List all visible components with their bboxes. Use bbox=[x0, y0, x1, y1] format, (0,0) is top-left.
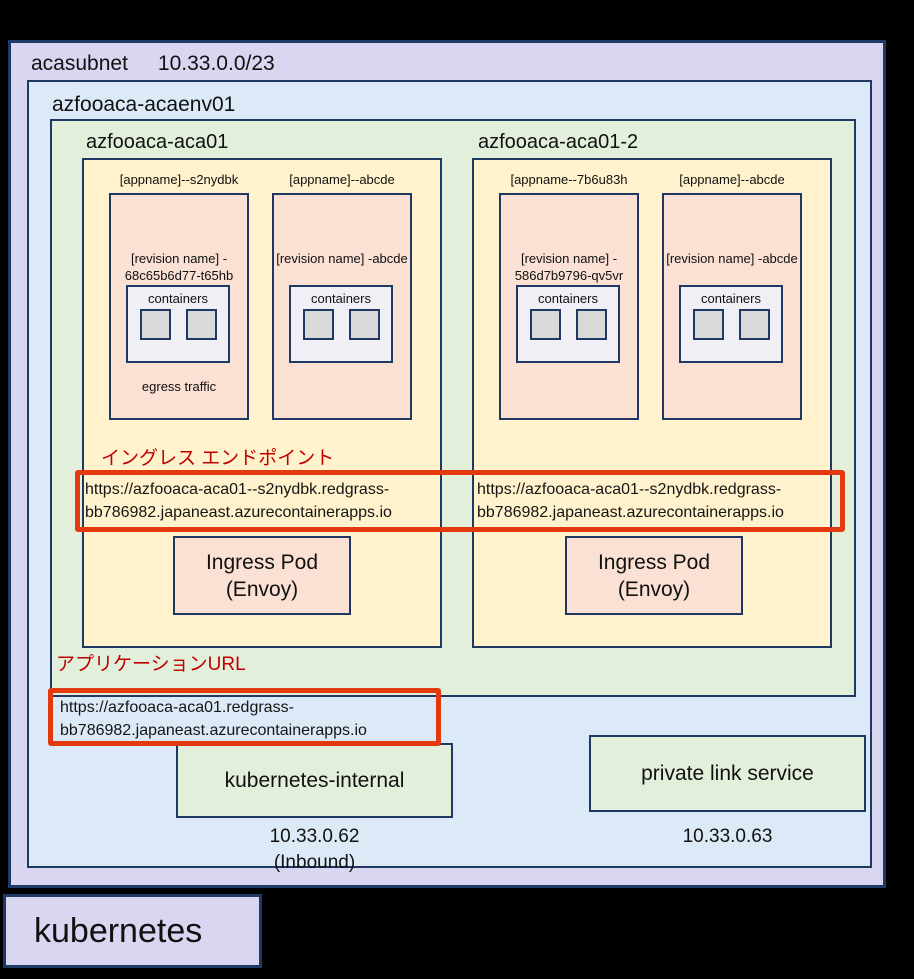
subnet-box: acasubnet 10.33.0.0/23 azfooaca-acaenv01… bbox=[8, 40, 886, 888]
revision-label-line1: [revision name] -abcde bbox=[276, 251, 408, 266]
ingress-endpoint-highlight-frame bbox=[75, 470, 845, 532]
application-url-line2: bb786982.japaneast.azurecontainerapps.io bbox=[60, 722, 367, 739]
ingress-pod-line2: (Envoy) bbox=[225, 577, 299, 601]
kubernetes-internal-ip-note: (Inbound) bbox=[273, 852, 356, 873]
revision-label: [revision name] -abcde bbox=[664, 250, 800, 267]
containers-box: containers bbox=[126, 285, 230, 363]
containers-label: containers bbox=[701, 291, 761, 306]
kubernetes-box: kubernetes bbox=[3, 894, 262, 968]
application-url-line1: https://azfooaca-aca01.redgrass- bbox=[60, 699, 294, 716]
revision-label-line2: 586d7b9796-qv5vr bbox=[514, 268, 624, 283]
subnet-cidr: 10.33.0.0/23 bbox=[157, 52, 275, 75]
containers-label: containers bbox=[538, 291, 598, 306]
container-apps-environment-box: azfooaca-acaenv01 azfooaca-aca01 azfooac… bbox=[27, 80, 872, 873]
revision-label: [revision name] -abcde bbox=[274, 250, 410, 267]
ingress-url-aca01: https://azfooaca-aca01--s2nydbk.redgrass… bbox=[85, 478, 392, 524]
container-square bbox=[140, 309, 171, 340]
containers-box: containers bbox=[516, 285, 620, 363]
replica-pod: [revision name] - 68c65b6d77-t65hb conta… bbox=[109, 193, 249, 420]
kubernetes-internal-ip: 10.33.0.62 bbox=[269, 826, 360, 847]
subnet-title: acasubnet 10.33.0.0/23 bbox=[31, 52, 275, 76]
container-square bbox=[186, 309, 217, 340]
containers-label: containers bbox=[148, 291, 208, 306]
revision-label-line1: [revision name] -abcde bbox=[666, 251, 798, 266]
container-app-box-aca01: [appname]--s2nydbk [appname]--abcde [rev… bbox=[82, 158, 442, 648]
ingress-pod-line2: (Envoy) bbox=[617, 577, 691, 601]
ingress-pod-envoy: Ingress Pod (Envoy) bbox=[565, 536, 743, 615]
subnet-name: acasubnet bbox=[31, 52, 128, 75]
application-url-label: アプリケーションURL bbox=[56, 654, 246, 675]
revision-label-line2: 68c65b6d77-t65hb bbox=[124, 268, 234, 283]
replica-pod: [revision name] - 586d7b9796-qv5vr conta… bbox=[499, 193, 639, 420]
egress-traffic-label: egress traffic bbox=[141, 379, 217, 394]
replica-name-label: [appname]--abcde bbox=[679, 172, 785, 187]
private-link-service-ip: 10.33.0.63 bbox=[682, 826, 773, 847]
ingress-url-line1: https://azfooaca-aca01--s2nydbk.redgrass… bbox=[85, 481, 390, 498]
application-url: https://azfooaca-aca01.redgrass- bb78698… bbox=[60, 696, 367, 742]
ingress-pod-line1: Ingress Pod bbox=[205, 550, 319, 574]
ingress-url-line1: https://azfooaca-aca01--s2nydbk.redgrass… bbox=[477, 481, 782, 498]
ingress-endpoint-label: イングレス エンドポイント bbox=[101, 448, 335, 469]
container-square bbox=[349, 309, 380, 340]
revision-label: [revision name] - 586d7b9796-qv5vr bbox=[501, 250, 637, 284]
ingress-url-aca01-2: https://azfooaca-aca01--s2nydbk.redgrass… bbox=[477, 478, 784, 524]
app-title-aca01-2: azfooaca-aca01-2 bbox=[478, 131, 639, 153]
revision-label-line1: [revision name] - bbox=[520, 251, 618, 266]
containers-box: containers bbox=[289, 285, 393, 363]
kubernetes-internal-box: kubernetes-internal bbox=[176, 743, 453, 818]
ingress-pod-line1: Ingress Pod bbox=[597, 550, 711, 574]
container-square bbox=[576, 309, 607, 340]
container-square bbox=[739, 309, 770, 340]
ingress-url-line2: bb786982.japaneast.azurecontainerapps.io bbox=[477, 504, 784, 521]
revision-label-line1: [revision name] - bbox=[130, 251, 228, 266]
replica-name-label: [appname]--s2nydbk bbox=[119, 172, 239, 187]
replica-name-label: [appname--7b6u83h bbox=[510, 172, 628, 187]
replica-pod: [revision name] -abcde containers bbox=[272, 193, 412, 420]
private-link-service-box: private link service bbox=[589, 735, 866, 812]
replica-name-label: [appname]--abcde bbox=[289, 172, 395, 187]
container-square bbox=[693, 309, 724, 340]
ingress-url-line2: bb786982.japaneast.azurecontainerapps.io bbox=[85, 504, 392, 521]
application-url-highlight-frame bbox=[48, 688, 441, 746]
apps-group-box: azfooaca-aca01 azfooaca-aca01-2 [appname… bbox=[50, 119, 856, 697]
container-square bbox=[530, 309, 561, 340]
ingress-pod-envoy: Ingress Pod (Envoy) bbox=[173, 536, 351, 615]
containers-box: containers bbox=[679, 285, 783, 363]
replica-pod: [revision name] -abcde containers bbox=[662, 193, 802, 420]
revision-label: [revision name] - 68c65b6d77-t65hb bbox=[111, 250, 247, 284]
environment-title: azfooaca-acaenv01 bbox=[52, 93, 236, 116]
container-square bbox=[303, 309, 334, 340]
containers-label: containers bbox=[311, 291, 371, 306]
app-title-aca01: azfooaca-aca01 bbox=[86, 131, 229, 153]
